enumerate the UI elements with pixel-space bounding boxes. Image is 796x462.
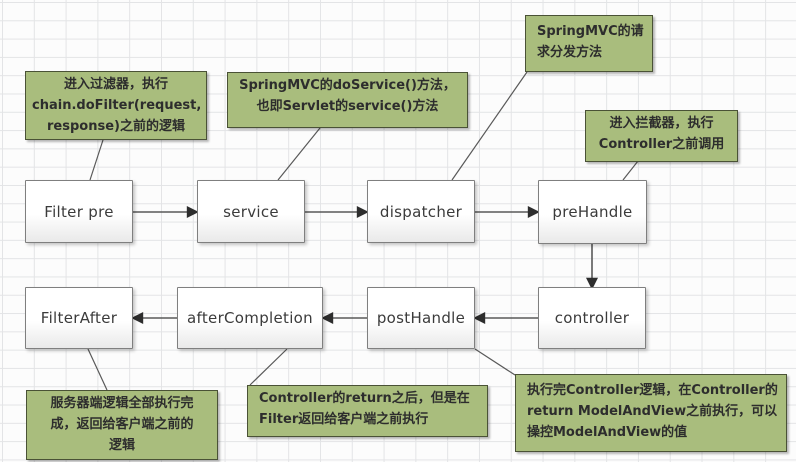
note-service: SpringMVC的doService()方法， 也即Servlet的servi… [227,72,468,128]
node-aftercompletion: afterCompletion [177,287,323,349]
node-posthandle: postHandle [367,287,475,349]
connector-note-service [277,127,321,181]
node-prehandle: preHandle [538,180,647,244]
connector-note-filter-pre [89,139,104,181]
note-posthandle: 执行完Controller逻辑，在Controller的 return Mode… [515,374,787,452]
note-aftercompletion: Controller的return之后，但是在 Filter返回给客户端之前执行 [247,385,488,437]
note-prehandle: 进入拦截器，执行 Controller之前调用 [585,110,738,162]
node-controller: controller [538,287,646,349]
connector-note-prehandle [622,160,639,181]
note-dispatcher: SpringMVC的请 求分发方法 [525,15,653,72]
connector-note-aftercompletion [249,348,288,386]
connector-note-filterafter [87,348,108,391]
node-dispatcher: dispatcher [367,180,475,243]
note-filter-pre: 进入过滤器，执行 chain.doFilter(request, respons… [25,71,207,140]
connector-note-posthandle [474,348,516,376]
node-service: service [197,180,305,243]
node-filter-pre: Filter pre [25,180,133,243]
node-filterafter: FilterAfter [25,287,133,349]
connector-note-dispatcher [451,71,528,181]
note-filterafter: 服务器端逻辑全部执行完 成，返回给客户端之前的 逻辑 [26,390,218,460]
